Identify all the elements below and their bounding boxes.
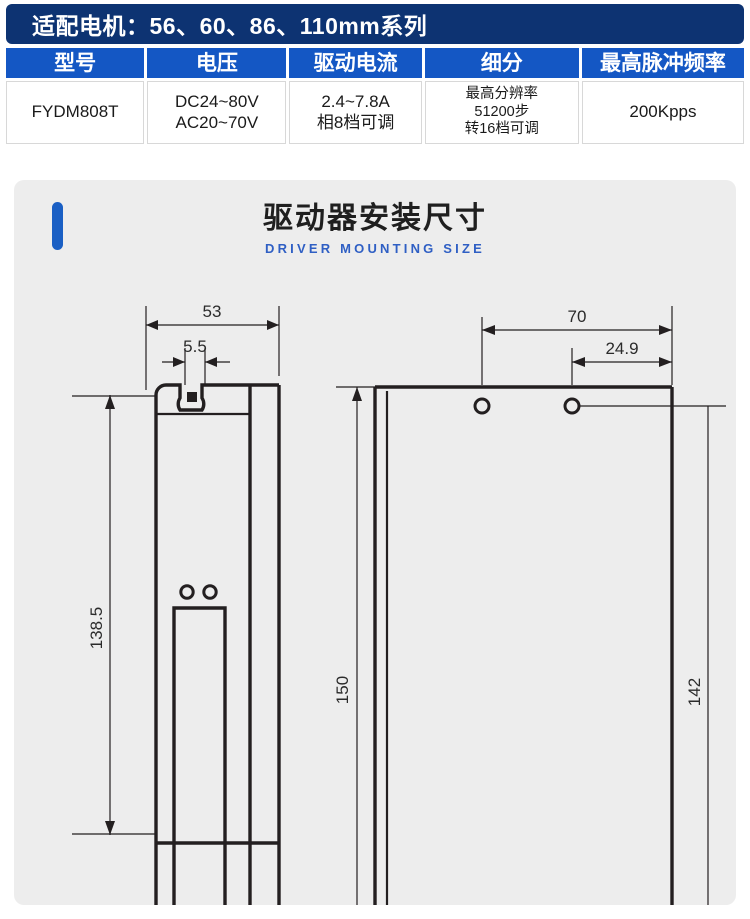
motor-compatibility-banner: 适配电机：56、60、86、110mm系列: [6, 4, 744, 44]
table-row: FYDM808T DC24~80V AC20~70V 2.4~7.8A 相8档可…: [6, 81, 744, 144]
section-heading: 驱动器安装尺寸 DRIVER MOUNTING SIZE: [14, 202, 736, 256]
table-header-row: 型号 电压 驱动电流 细分 最高脉冲频率: [6, 48, 744, 78]
cell-max-pulse-freq: 200Kpps: [581, 81, 744, 144]
dim-label-24p9: 24.9: [605, 339, 638, 358]
dimension-drawing-svg: 53 5.5: [72, 302, 726, 905]
subdivision-line1: 最高分辨率: [465, 85, 539, 102]
specification-table: 型号 电压 驱动电流 细分 最高脉冲频率 FYDM808T DC24~80V A…: [6, 48, 744, 144]
dim-width-53: 53: [145, 302, 280, 390]
side-front-panel-recess: [172, 606, 227, 905]
mounting-hole-top-right: [563, 397, 581, 415]
current-range: 2.4~7.8A: [321, 92, 390, 112]
dim-label-5p5: 5.5: [183, 337, 207, 356]
cell-drive-current: 2.4~7.8A 相8档可调: [289, 81, 422, 144]
dim-label-53: 53: [203, 302, 222, 321]
dim-label-138p5: 138.5: [87, 607, 106, 650]
dim-label-70: 70: [568, 307, 587, 326]
dim-hole-span-70: 70: [481, 306, 673, 385]
voltage-ac: AC20~70V: [175, 112, 259, 132]
current-steps: 相8档可调: [316, 112, 395, 132]
page-title: 驱动器安装尺寸: [263, 202, 487, 235]
dim-slot-5p5: 5.5: [162, 337, 230, 385]
dim-hole-edge-24p9: 24.9: [571, 339, 672, 385]
cell-subdivision: 最高分辨率 51200步 转16档可调: [424, 81, 579, 144]
dim-height-142: 142: [685, 406, 709, 905]
voltage-dc: DC24~80V: [175, 92, 259, 112]
led-indicator-1: [179, 584, 195, 600]
subdivision-line2: 51200步: [474, 103, 530, 120]
side-top-tab-profile: [154, 383, 279, 412]
cell-model: FYDM808T: [6, 81, 145, 144]
dim-label-142: 142: [685, 678, 704, 706]
dim-height-150: 150: [333, 386, 375, 905]
page-subtitle: DRIVER MOUNTING SIZE: [264, 241, 485, 256]
dim-height-138p5: 138.5: [72, 395, 157, 835]
header-drive-current: 驱动电流: [289, 48, 422, 78]
header-voltage: 电压: [147, 48, 287, 78]
accent-bar: [52, 202, 63, 250]
led-indicator-2: [202, 584, 218, 600]
subdivision-line3: 转16档可调: [464, 121, 539, 138]
header-max-pulse-freq: 最高脉冲频率: [581, 48, 744, 78]
banner-text: 适配电机：56、60、86、110mm系列: [32, 13, 428, 39]
front-view-drawing: 70 24.9: [333, 306, 726, 905]
header-model: 型号: [6, 48, 145, 78]
mounting-hole-top-left: [473, 397, 491, 415]
side-tab-hole: [187, 392, 197, 402]
header-subdivision: 细分: [424, 48, 579, 78]
side-view-drawing: 53 5.5: [72, 302, 281, 905]
technical-drawings: 53 5.5: [14, 180, 736, 905]
mounting-size-panel: 驱动器安装尺寸 DRIVER MOUNTING SIZE 53: [14, 180, 736, 905]
cell-voltage: DC24~80V AC20~70V: [147, 81, 287, 144]
dim-label-150: 150: [333, 676, 352, 704]
